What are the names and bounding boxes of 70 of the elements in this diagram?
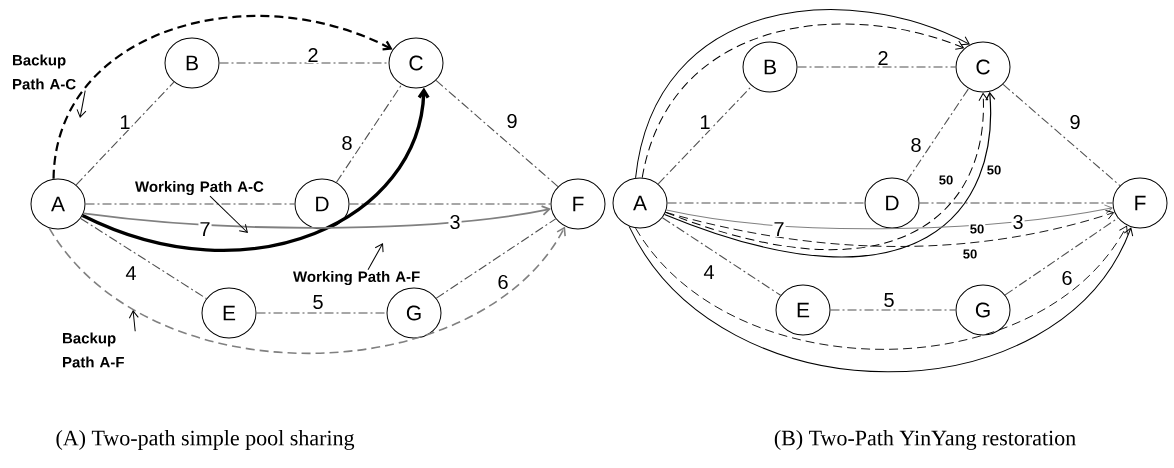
circle-node: E xyxy=(201,287,257,339)
edge-label: 6 xyxy=(496,273,510,291)
circle-node: E xyxy=(775,284,831,336)
circle-node: B xyxy=(742,41,798,93)
edge-label: 5 xyxy=(882,292,896,308)
path-arrow xyxy=(81,87,430,252)
link-line xyxy=(918,202,1114,204)
edge-label: 8 xyxy=(909,136,923,154)
edge-label: 1 xyxy=(118,114,132,130)
edge-label: 9 xyxy=(1068,113,1082,131)
circle-node: B xyxy=(164,37,220,89)
edge-label: 5 xyxy=(311,294,325,310)
circle-node: A xyxy=(612,177,668,229)
leader-line xyxy=(76,90,87,118)
edge-label: 50 xyxy=(968,223,986,235)
edge-label: 9 xyxy=(505,112,519,130)
path-arrow xyxy=(48,226,566,355)
path-arrow xyxy=(628,225,1134,373)
link-line xyxy=(75,81,175,186)
circle-node: F xyxy=(550,178,606,230)
link-line xyxy=(829,309,957,311)
link-line xyxy=(80,217,207,300)
edge-label: 7 xyxy=(198,221,212,237)
edge-label: 50 xyxy=(937,174,955,186)
annotation-text: Backup Path A-C xyxy=(13,54,76,90)
leader-line xyxy=(209,195,248,233)
circle-node: G xyxy=(386,287,442,339)
circle-node: G xyxy=(955,284,1011,336)
edge-label: 4 xyxy=(124,265,138,281)
annotation-text: Working Path A-C xyxy=(135,181,264,196)
edge-label: 2 xyxy=(876,50,890,66)
annotation-text: Backup Path A-F xyxy=(63,332,124,368)
circle-node: D xyxy=(864,177,920,229)
path-arrow xyxy=(635,225,1128,350)
circle-node: C xyxy=(955,41,1011,93)
path-arrow xyxy=(52,15,393,179)
edge-label: 50 xyxy=(961,248,979,260)
link-line xyxy=(657,85,753,185)
edge-label: 1 xyxy=(698,114,712,130)
link-line xyxy=(1004,217,1119,296)
leader-line xyxy=(128,310,139,332)
circle-node: A xyxy=(30,178,86,230)
link-line xyxy=(435,79,559,188)
annotation-text: Working Path A-F xyxy=(293,271,420,286)
link-line xyxy=(666,202,866,204)
link-line xyxy=(661,217,782,296)
leader-line xyxy=(367,243,384,271)
edge-label: 8 xyxy=(340,134,354,152)
figure-caption: (B) Two-Path YinYang restoration xyxy=(774,430,1076,450)
circle-node: D xyxy=(294,178,350,230)
edge-label: 7 xyxy=(772,221,786,237)
link-line xyxy=(348,203,552,205)
path-arrow xyxy=(82,205,551,229)
path-arrow xyxy=(665,204,1113,230)
link-line xyxy=(84,203,296,205)
path-arrow xyxy=(665,210,1115,247)
link-line xyxy=(335,84,403,183)
edge-label: 2 xyxy=(306,47,320,63)
edge-label: 3 xyxy=(448,213,462,231)
edge-label: 3 xyxy=(1011,213,1025,231)
link-line xyxy=(1002,83,1121,187)
link-line xyxy=(435,218,557,299)
link-line xyxy=(905,88,970,182)
edge-label: 6 xyxy=(1060,269,1074,287)
edge-label: 50 xyxy=(985,164,1003,176)
link-line xyxy=(796,66,957,68)
circle-node: F xyxy=(1112,177,1168,229)
circle-node: C xyxy=(388,37,444,89)
edge-label: 4 xyxy=(702,264,716,280)
figure-caption: (A) Two-path simple pool sharing xyxy=(56,430,355,450)
